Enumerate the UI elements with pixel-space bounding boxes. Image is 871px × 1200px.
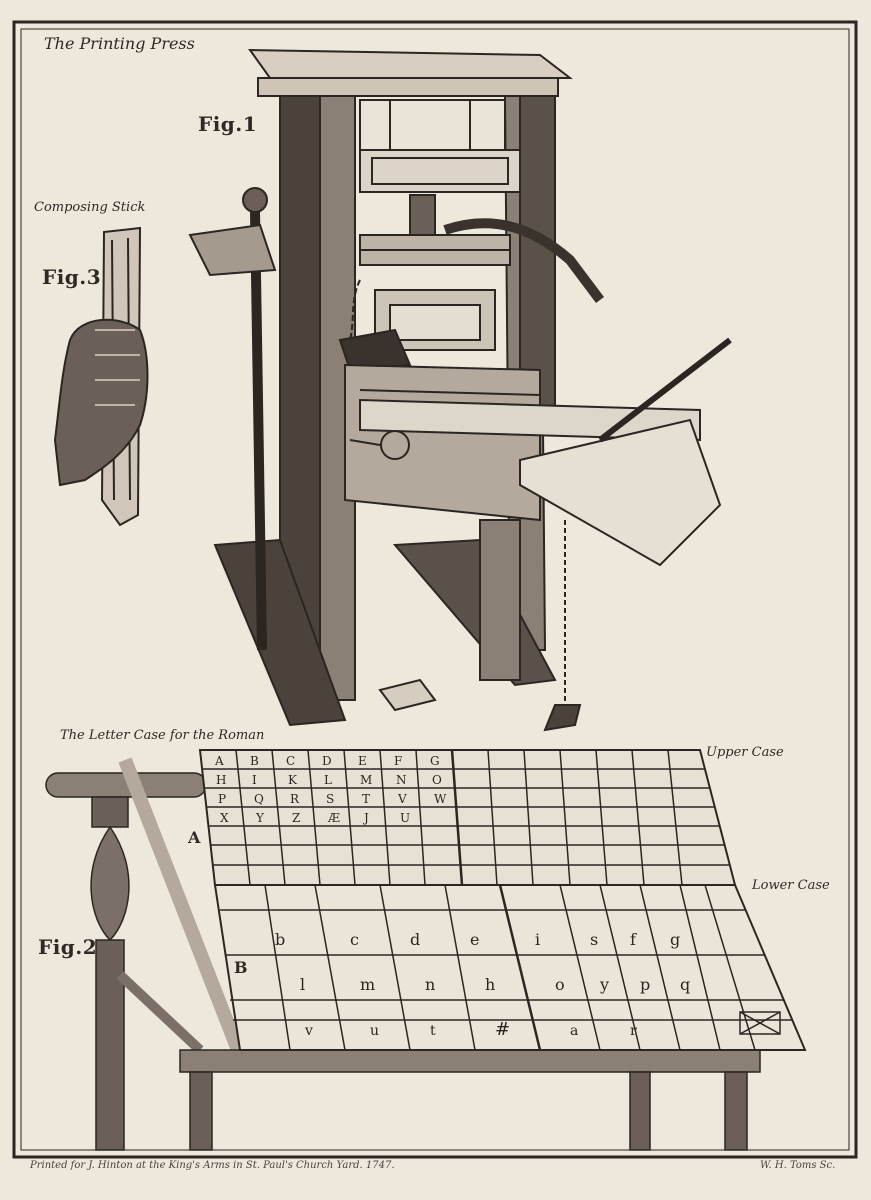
- svg-text:f: f: [630, 930, 637, 949]
- composing-stick-drawing: [53, 226, 149, 527]
- svg-text:Y: Y: [255, 811, 265, 825]
- svg-text:S: S: [326, 792, 334, 806]
- svg-text:Æ: Æ: [327, 811, 340, 825]
- svg-text:d: d: [410, 930, 420, 949]
- svg-text:g: g: [670, 930, 680, 949]
- svg-text:l: l: [300, 975, 305, 994]
- svg-text:P: P: [218, 792, 226, 806]
- svg-text:M: M: [360, 773, 372, 787]
- svg-text:y: y: [599, 975, 609, 994]
- case-b-label: B: [234, 958, 249, 977]
- plate-border-inner: [20, 28, 850, 1151]
- svg-text:G: G: [430, 754, 440, 768]
- svg-text:v: v: [304, 1023, 313, 1039]
- letter-case-title: The Letter Case for the Roman: [60, 728, 265, 743]
- svg-text:H: H: [216, 773, 226, 787]
- svg-text:s: s: [590, 930, 598, 949]
- svg-text:R: R: [290, 792, 300, 806]
- imprint-left: Printed for J. Hinton at the King's Arms…: [30, 1160, 395, 1171]
- printing-press-drawing: [188, 48, 732, 732]
- svg-text:m: m: [360, 975, 375, 994]
- svg-text:#: #: [495, 1019, 510, 1040]
- svg-text:p: p: [640, 975, 650, 994]
- svg-text:Z: Z: [292, 811, 300, 825]
- svg-text:E: E: [358, 754, 367, 768]
- lower-case-label: Lower Case: [752, 878, 830, 893]
- svg-text:V: V: [397, 792, 407, 806]
- fig2-label: Fig.2: [38, 935, 98, 959]
- svg-text:N: N: [396, 773, 407, 787]
- lower-case-grid: [213, 884, 807, 1051]
- svg-text:W: W: [434, 792, 447, 806]
- svg-text:X: X: [220, 811, 229, 825]
- svg-text:u: u: [370, 1023, 379, 1039]
- svg-text:J: J: [362, 811, 369, 825]
- fig3-label: Fig.3: [42, 265, 102, 289]
- svg-text:F: F: [394, 754, 402, 768]
- svg-text:Q: Q: [254, 792, 264, 806]
- svg-text:e: e: [470, 930, 479, 949]
- svg-text:T: T: [362, 792, 370, 806]
- svg-text:c: c: [350, 930, 359, 949]
- svg-text:r: r: [630, 1023, 637, 1039]
- svg-text:C: C: [286, 754, 295, 768]
- svg-text:h: h: [485, 975, 495, 994]
- svg-text:t: t: [430, 1023, 436, 1039]
- svg-text:q: q: [680, 975, 690, 994]
- fig1-label: Fig.1: [198, 112, 258, 136]
- svg-text:U: U: [400, 811, 410, 825]
- svg-text:L: L: [324, 773, 332, 787]
- case-a-label: A: [188, 828, 201, 847]
- plate-title: The Printing Press: [44, 34, 195, 53]
- svg-text:i: i: [535, 930, 540, 949]
- svg-text:o: o: [555, 975, 565, 994]
- upper-case-label: Upper Case: [706, 745, 784, 760]
- svg-text:D: D: [322, 754, 332, 768]
- upper-case-grid: [198, 749, 737, 886]
- composing-stick-label: Composing Stick: [34, 200, 146, 215]
- svg-text:b: b: [275, 930, 285, 949]
- svg-text:I: I: [252, 773, 257, 787]
- svg-text:K: K: [288, 773, 298, 787]
- svg-text:a: a: [570, 1023, 578, 1039]
- plate-border-outer: [12, 20, 858, 1159]
- svg-text:n: n: [425, 975, 435, 994]
- svg-text:A: A: [214, 754, 224, 768]
- svg-text:B: B: [250, 754, 259, 768]
- imprint-right: W. H. Toms Sc.: [760, 1160, 836, 1171]
- svg-text:O: O: [432, 773, 442, 787]
